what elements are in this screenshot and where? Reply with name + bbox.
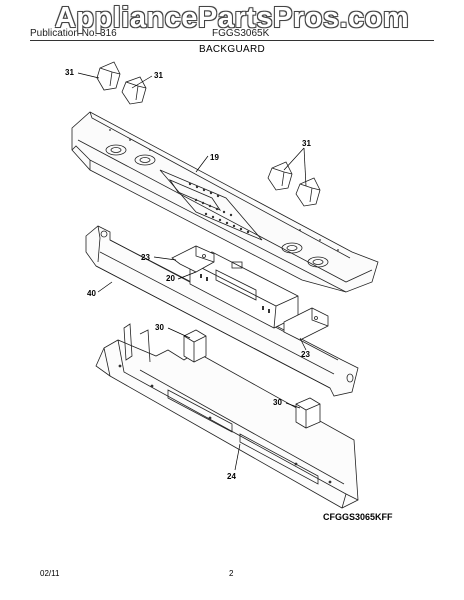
footer-page-number: 2: [229, 569, 234, 578]
callout-40: 40: [87, 289, 96, 298]
bracket-part-23-bottom[interactable]: [283, 307, 329, 341]
callout-23-bottom: 23: [301, 350, 310, 359]
header-rule: [30, 40, 434, 41]
clip-part-30-left[interactable]: [183, 329, 207, 363]
footer-date: 02/11: [40, 569, 60, 578]
callout-23-top: 23: [141, 253, 150, 262]
rear-panel-part-24[interactable]: [95, 323, 359, 509]
knob-part-31-d[interactable]: [295, 177, 321, 207]
model-number: FGGS3065K: [212, 28, 270, 39]
knob-part-31-a[interactable]: [96, 61, 121, 91]
section-title: BACKGUARD: [198, 44, 266, 55]
callout-30-right: 30: [273, 398, 282, 407]
clip-part-30-right[interactable]: [295, 397, 321, 429]
callout-19: 19: [210, 153, 219, 162]
control-panel-part-19[interactable]: [71, 111, 379, 293]
bracket-part-23-top[interactable]: [171, 245, 215, 273]
knob-part-31-c[interactable]: [267, 161, 293, 191]
publication-number: Publication No. 316: [30, 28, 117, 39]
diagram-code: CFGGS3065KFF: [323, 512, 393, 522]
callout-24: 24: [227, 472, 236, 481]
callout-31-right: 31: [302, 139, 311, 148]
knob-part-31-b[interactable]: [121, 76, 147, 105]
callout-20: 20: [166, 274, 175, 283]
callout-31-left-a: 31: [65, 68, 74, 77]
watermark-logo: AppliancePartsPros.com: [54, 2, 410, 34]
callout-30-left: 30: [155, 323, 164, 332]
callout-31-left-b: 31: [154, 71, 163, 80]
